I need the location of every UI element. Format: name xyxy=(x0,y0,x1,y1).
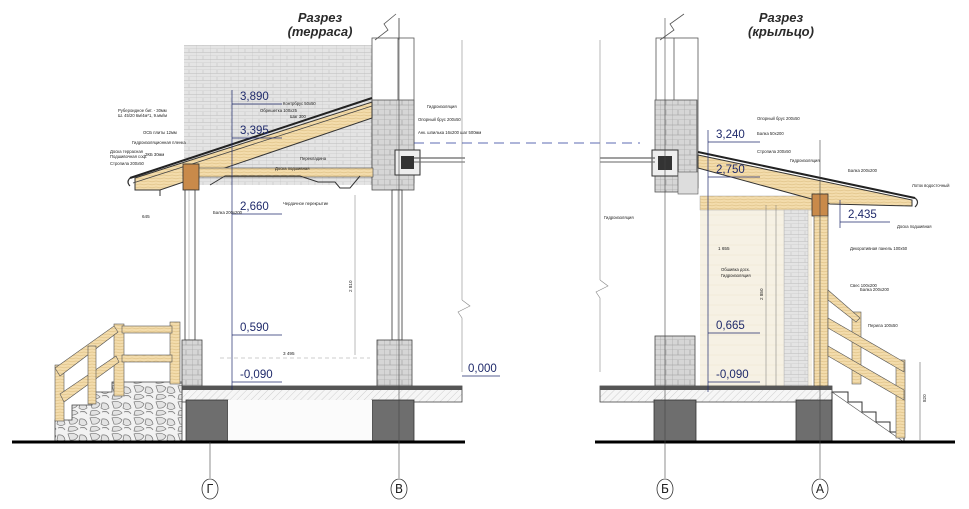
right-post-a xyxy=(813,215,829,389)
left-section-title: Разрез (терраса) xyxy=(288,10,353,39)
axis-label-a: А xyxy=(816,482,825,496)
left-note-1: Рубероидное бит. - 30мм xyxy=(118,108,167,113)
left-dim-3495: 3 495 xyxy=(283,351,295,356)
right-elevation-minus0090: -0,090 xyxy=(716,369,749,381)
left-note-5: Доска террасная xyxy=(110,149,143,154)
right-note-6: Балка 200х200 xyxy=(848,168,878,173)
right-note-7: Доска подшивная xyxy=(897,224,932,229)
left-elevation-3395: 3,395 xyxy=(240,125,269,137)
axis-label-g: Г xyxy=(206,482,213,496)
left-section xyxy=(12,13,500,478)
left-note-10: Обрешетка 100х25 xyxy=(260,108,298,113)
right-note-14: Перила 100х50 xyxy=(868,323,898,328)
left-note-18: Балка 200х200 xyxy=(213,210,243,215)
right-dim-2850: 2 850 xyxy=(759,288,764,300)
left-foundation-v xyxy=(371,399,415,443)
left-note-8: Стропила 200х50 xyxy=(110,161,145,166)
right-note-10: Декоративная панель 100х50 xyxy=(850,246,908,251)
right-dim-820: 820 xyxy=(922,394,927,402)
right-title-line2: (крыльцо) xyxy=(748,24,814,39)
right-section xyxy=(595,13,955,478)
left-foundation-g xyxy=(185,399,229,443)
right-note-9: Гидроизоляция xyxy=(721,273,751,278)
right-note-8: Обшивка доск. xyxy=(721,267,750,272)
right-note-12: Лоток водосточный xyxy=(912,183,950,188)
left-elevation-0000: 0,000 xyxy=(468,363,497,375)
left-post-v xyxy=(391,189,403,341)
axis-marker-b: Б xyxy=(656,478,674,500)
left-elevation-3890: 3,890 xyxy=(240,91,269,103)
left-title-line1: Разрез xyxy=(298,10,343,25)
left-note-14: Анк. шпилька 16х200 шаг 500мм xyxy=(418,130,481,135)
left-note-16: Доска подшивная xyxy=(275,166,310,171)
left-railing xyxy=(54,321,181,422)
right-elevation-2435: 2,435 xyxy=(848,209,877,221)
left-note-17: Чердачное перекрытие xyxy=(283,201,329,206)
right-note-3: Балка 50х200 xyxy=(757,131,784,136)
left-elevation-0590: 0,590 xyxy=(240,322,269,334)
right-railing xyxy=(827,289,906,439)
right-note-1: Гидроизоляция xyxy=(604,215,634,220)
left-note-13: Опорный брус 200х50 xyxy=(418,117,461,122)
axis-marker-g: Г xyxy=(201,478,219,500)
axis-marker-v: В xyxy=(390,478,408,500)
left-note-12: Гидроизоляция xyxy=(427,104,457,109)
left-note-6: Подшивочная соф. xyxy=(110,154,147,159)
left-wall-block-upper xyxy=(371,99,415,191)
left-note-9: Контрбрус 50х50 xyxy=(283,101,316,106)
right-dim-1655: 1 655 xyxy=(718,246,730,251)
left-note-4: Гидроизоляционная пленка xyxy=(132,140,186,145)
right-annotations: Гидроизоляция Опорный брус 200х50 Балка … xyxy=(604,116,950,402)
left-note-7: ЗКБ 30мм xyxy=(145,152,164,157)
right-note-4: Стропила 200х50 xyxy=(757,149,792,154)
right-elevation-markers xyxy=(707,130,890,392)
left-note-11: Шаг 300 xyxy=(290,114,307,119)
right-note-11: Свес 100х200 xyxy=(850,283,878,288)
axis-label-v: В xyxy=(395,482,403,496)
right-note-5: Гидроизоляция xyxy=(790,158,820,163)
left-plinth-v xyxy=(376,339,413,389)
right-title-line1: Разрез xyxy=(759,10,804,25)
left-title-line2: (терраса) xyxy=(288,24,353,39)
right-steps xyxy=(831,391,905,443)
right-elevation-3240: 3,240 xyxy=(716,129,745,141)
left-post-g xyxy=(184,189,196,341)
left-plinth-g xyxy=(181,339,203,389)
left-dim-645: 645 xyxy=(142,214,150,219)
axis-marker-a: А xyxy=(811,478,829,500)
left-note-15: Перекладина xyxy=(300,156,327,161)
left-note-2: Ш. 45/20 6м/4м*1, 9.мм/м xyxy=(118,113,167,118)
axis-label-b: Б xyxy=(661,482,669,496)
right-elevation-2750: 2,750 xyxy=(716,164,745,176)
left-dim-2810: 2 810 xyxy=(348,280,353,292)
right-foundation-b xyxy=(653,399,697,443)
right-section-title: Разрез (крыльцо) xyxy=(748,10,814,39)
left-note-3: ОСБ плиты 12мм xyxy=(143,130,177,135)
right-note-13: Балка 200х200 xyxy=(860,287,890,292)
left-elevation-2660: 2,660 xyxy=(240,201,269,213)
right-foundation-a xyxy=(795,399,833,443)
right-plinth-b xyxy=(654,335,696,389)
left-annotations: Рубероидное бит. - 30мм Ш. 45/20 6м/4м*1… xyxy=(110,101,481,356)
right-roof-rafter xyxy=(697,154,913,207)
left-elevation-markers xyxy=(231,90,500,390)
left-elevation-minus0090: -0,090 xyxy=(240,369,273,381)
right-elevation-0665: 0,665 xyxy=(716,320,745,332)
right-note-2: Опорный брус 200х50 xyxy=(757,116,800,121)
